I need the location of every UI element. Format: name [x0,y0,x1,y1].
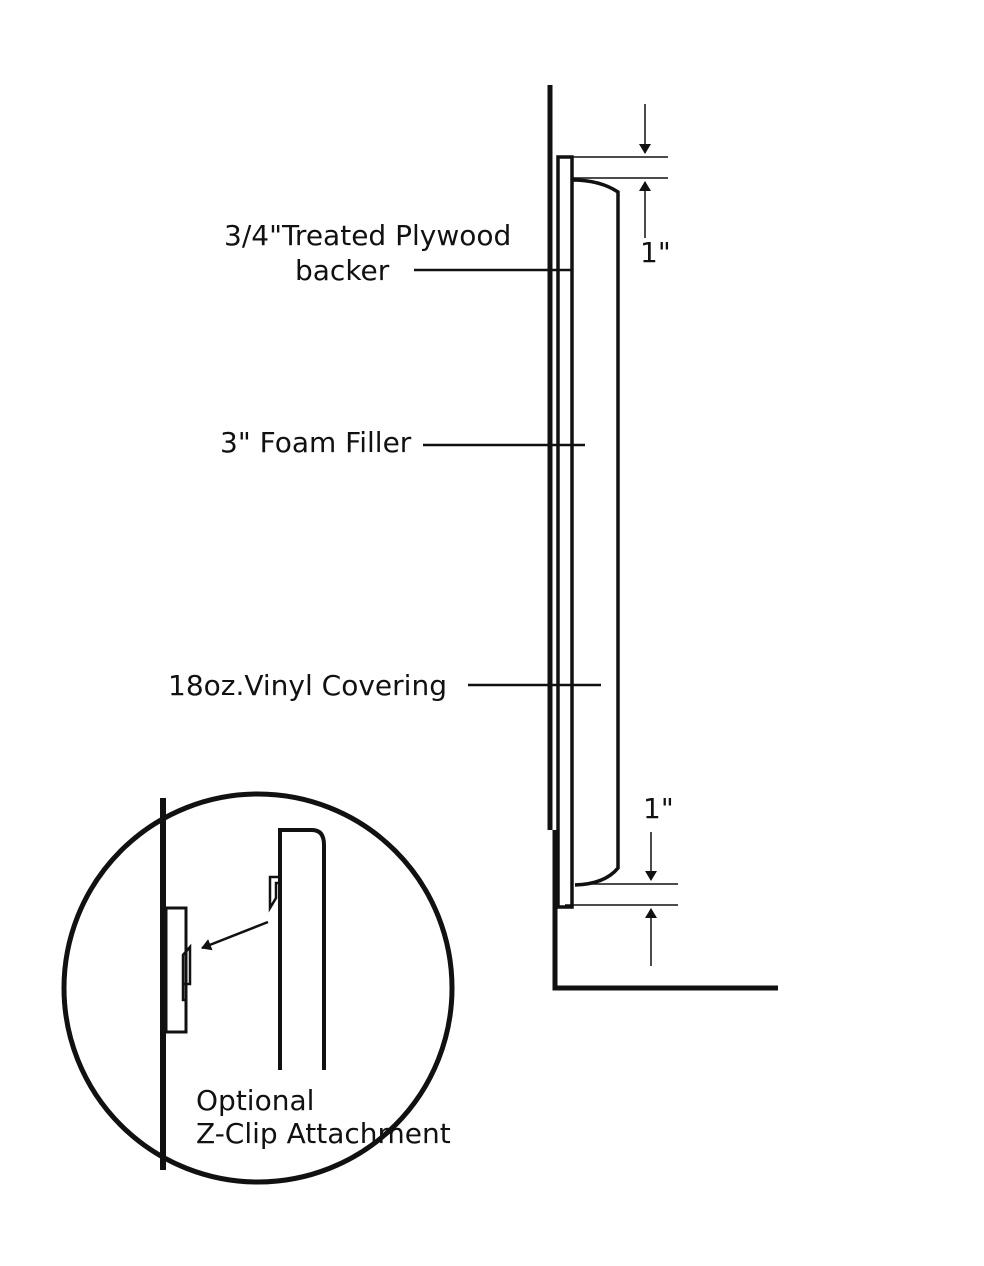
top-dimension [572,104,668,238]
bottom-dimension-label: 1" [643,792,674,825]
inset-label-line1: Optional [196,1084,314,1117]
vinyl-label: 18oz.Vinyl Covering [168,669,447,702]
z-clip-inset [61,791,455,1185]
foam-panel [571,178,620,887]
top-dimension-label: 1" [640,236,671,269]
foam-label: 3" Foam Filler [220,426,412,459]
bottom-dimension [565,832,678,966]
inset-label-line2: Z-Clip Attachment [196,1117,451,1150]
plywood-backer [556,155,574,909]
plywood-label: 3/4"Treated Plywood [224,219,511,252]
wall-line [547,85,778,991]
plywood-label-2: backer [295,254,390,287]
